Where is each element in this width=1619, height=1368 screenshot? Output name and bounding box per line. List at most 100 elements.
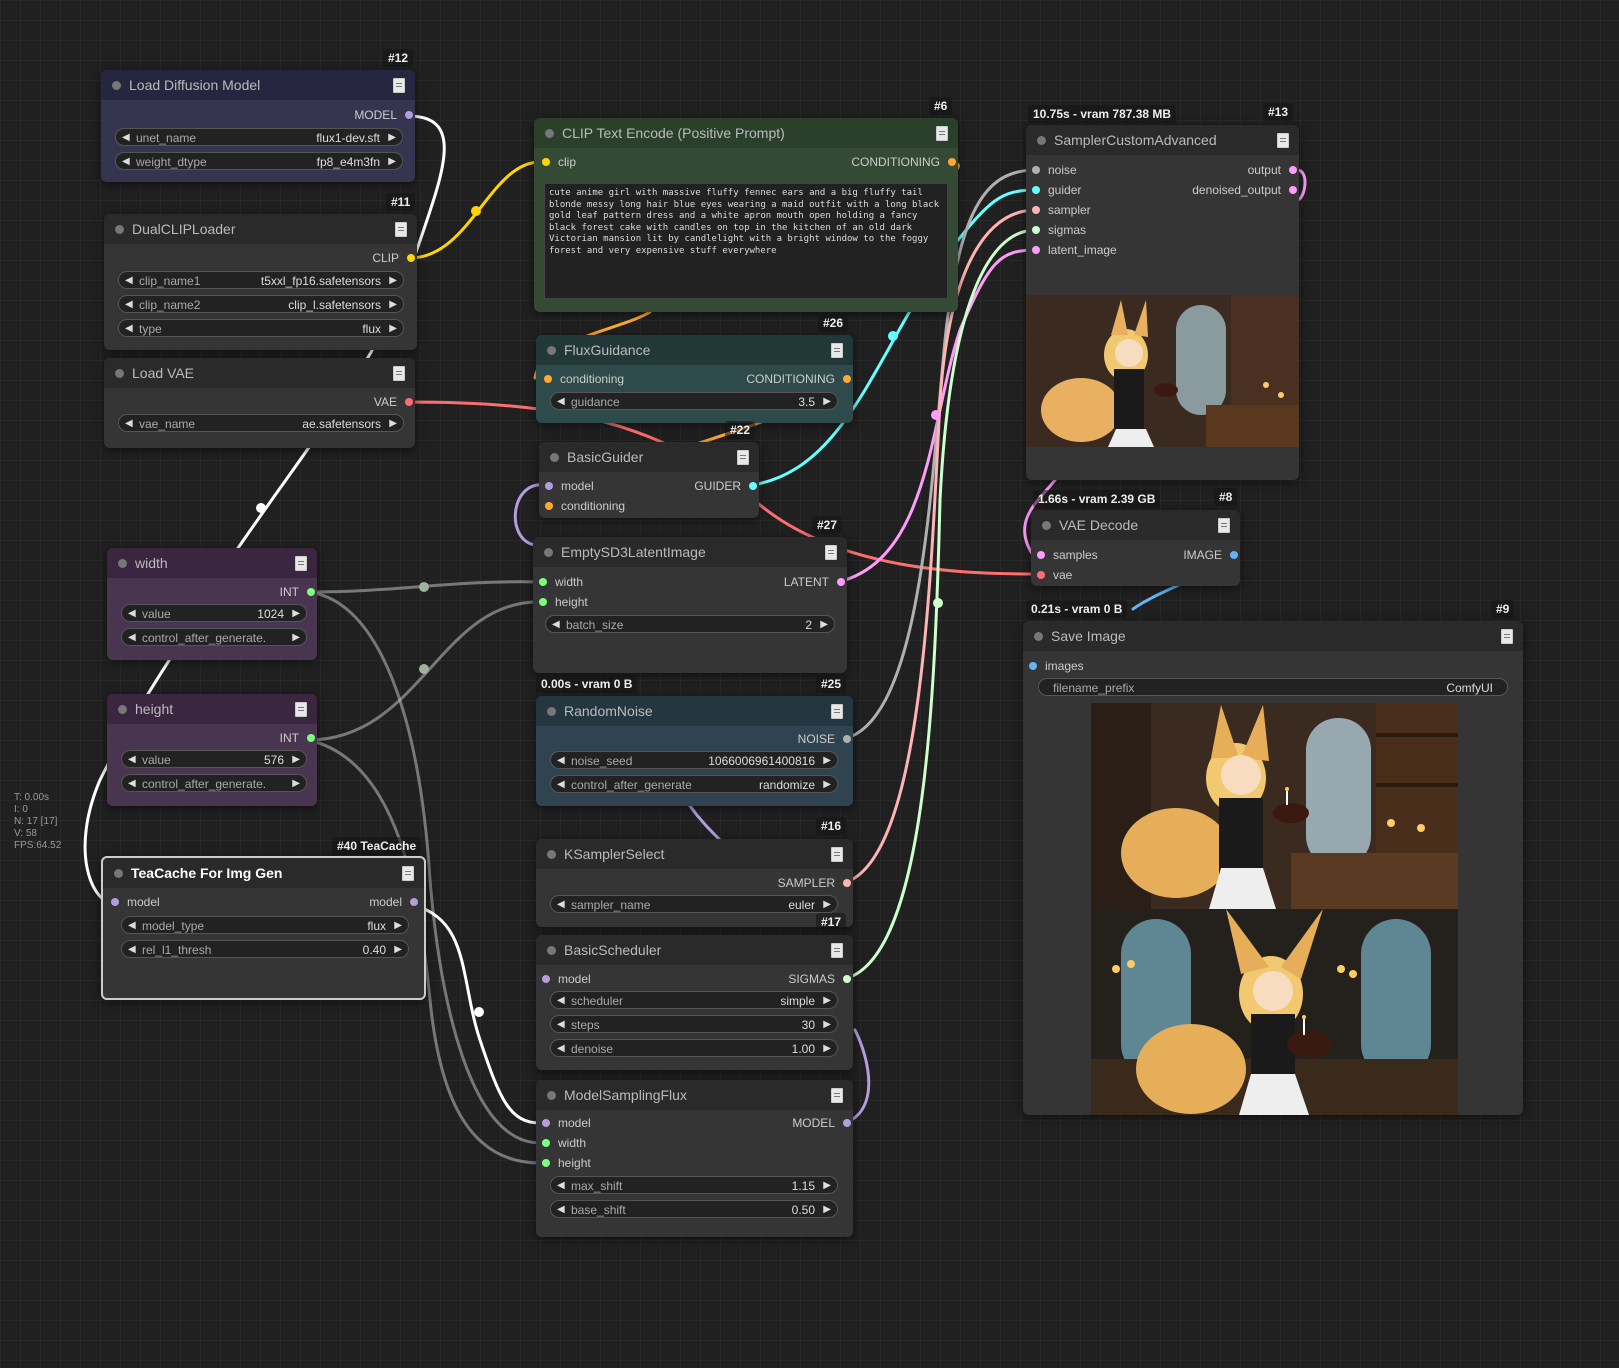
document-icon[interactable] — [393, 78, 405, 93]
output-slot-denoised-output[interactable]: denoised_output — [1192, 182, 1299, 198]
arrow-right-icon[interactable]: ▶ — [292, 754, 300, 765]
node-header[interactable]: Save Image — [1023, 621, 1523, 651]
slot-dot-icon[interactable] — [111, 898, 119, 906]
arrow-right-icon[interactable]: ▶ — [389, 418, 397, 429]
node-header[interactable]: BasicGuider — [539, 442, 759, 472]
node-clip-text-encode[interactable]: CLIP Text Encode (Positive Prompt) clip … — [534, 118, 958, 312]
collapse-dot-icon[interactable] — [550, 453, 559, 462]
input-slot-conditioning[interactable]: conditioning — [543, 498, 625, 514]
collapse-dot-icon[interactable] — [547, 850, 556, 859]
node-header[interactable]: Load Diffusion Model — [101, 70, 415, 100]
slot-dot-icon[interactable] — [1037, 571, 1045, 579]
slot-dot-icon[interactable] — [542, 158, 550, 166]
node-sampler-custom-advanced[interactable]: SamplerCustomAdvanced noise guider sampl… — [1026, 125, 1299, 480]
slot-dot-icon[interactable] — [539, 578, 547, 586]
arrow-left-icon[interactable]: ◀ — [557, 899, 565, 910]
node-header[interactable]: CLIP Text Encode (Positive Prompt) — [534, 118, 958, 148]
slot-dot-icon[interactable] — [837, 578, 845, 586]
arrow-left-icon[interactable]: ◀ — [128, 608, 136, 619]
output-slot-conditioning[interactable]: CONDITIONING — [851, 154, 958, 170]
slot-dot-icon[interactable] — [542, 1139, 550, 1147]
slot-dot-icon[interactable] — [307, 734, 315, 742]
arrow-left-icon[interactable]: ◀ — [125, 323, 133, 334]
slot-dot-icon[interactable] — [545, 482, 553, 490]
collapse-dot-icon[interactable] — [118, 705, 127, 714]
collapse-dot-icon[interactable] — [547, 346, 556, 355]
slot-dot-icon[interactable] — [843, 975, 851, 983]
output-image-1[interactable] — [1091, 703, 1458, 909]
slot-dot-icon[interactable] — [542, 1159, 550, 1167]
collapse-dot-icon[interactable] — [547, 707, 556, 716]
collapse-dot-icon[interactable] — [1037, 136, 1046, 145]
document-icon[interactable] — [737, 450, 749, 465]
document-icon[interactable] — [1218, 518, 1230, 533]
arrow-right-icon[interactable]: ▶ — [394, 920, 402, 931]
collapse-dot-icon[interactable] — [115, 225, 124, 234]
slot-dot-icon[interactable] — [1289, 186, 1297, 194]
widget-control-after-generate[interactable]: ◀control_after_generate.▶ — [121, 774, 307, 792]
arrow-right-icon[interactable]: ▶ — [823, 899, 831, 910]
slot-dot-icon[interactable] — [843, 1119, 851, 1127]
arrow-right-icon[interactable]: ▶ — [823, 995, 831, 1006]
node-header[interactable]: FluxGuidance — [536, 335, 853, 365]
output-slot-int[interactable]: INT — [280, 730, 317, 746]
output-slot-sampler[interactable]: SAMPLER — [778, 875, 853, 891]
arrow-left-icon[interactable]: ◀ — [557, 755, 565, 766]
output-slot-guider[interactable]: GUIDER — [694, 478, 759, 494]
output-slot-noise[interactable]: NOISE — [798, 731, 853, 747]
collapse-dot-icon[interactable] — [114, 869, 123, 878]
input-slot-model[interactable]: model — [543, 478, 594, 494]
input-slot-vae[interactable]: vae — [1035, 567, 1072, 583]
arrow-right-icon[interactable]: ▶ — [292, 608, 300, 619]
input-slot-guider[interactable]: guider — [1030, 182, 1081, 198]
arrow-right-icon[interactable]: ▶ — [394, 944, 402, 955]
slot-dot-icon[interactable] — [539, 598, 547, 606]
arrow-left-icon[interactable]: ◀ — [557, 779, 565, 790]
arrow-right-icon[interactable]: ▶ — [823, 396, 831, 407]
document-icon[interactable] — [1501, 629, 1513, 644]
node-header[interactable]: ModelSamplingFlux — [536, 1080, 853, 1110]
node-vae-decode[interactable]: VAE Decode samples vae IMAGE — [1031, 510, 1240, 586]
input-slot-width[interactable]: width — [540, 1135, 586, 1151]
slot-dot-icon[interactable] — [307, 588, 315, 596]
node-header[interactable]: BasicScheduler — [536, 935, 853, 965]
slot-dot-icon[interactable] — [843, 735, 851, 743]
input-slot-noise[interactable]: noise — [1030, 162, 1077, 178]
collapse-dot-icon[interactable] — [544, 548, 553, 557]
node-teacache[interactable]: TeaCache For Img Gen model model ◀model_… — [101, 856, 426, 1000]
arrow-left-icon[interactable]: ◀ — [557, 995, 565, 1006]
arrow-right-icon[interactable]: ▶ — [292, 632, 300, 643]
slot-dot-icon[interactable] — [545, 502, 553, 510]
output-image-2[interactable] — [1091, 909, 1458, 1115]
slot-dot-icon[interactable] — [843, 375, 851, 383]
slot-dot-icon[interactable] — [405, 111, 413, 119]
output-slot-model[interactable]: MODEL — [354, 107, 415, 123]
output-slot-latent[interactable]: LATENT — [784, 574, 847, 590]
arrow-right-icon[interactable]: ▶ — [292, 778, 300, 789]
node-header[interactable]: SamplerCustomAdvanced — [1026, 125, 1299, 155]
slot-dot-icon[interactable] — [843, 879, 851, 887]
document-icon[interactable] — [402, 866, 414, 881]
arrow-left-icon[interactable]: ◀ — [122, 132, 130, 143]
arrow-left-icon[interactable]: ◀ — [125, 275, 133, 286]
collapse-dot-icon[interactable] — [547, 946, 556, 955]
node-header[interactable]: height — [107, 694, 317, 724]
arrow-left-icon[interactable]: ◀ — [552, 619, 560, 630]
node-basic-guider[interactable]: BasicGuider model conditioning GUIDER — [539, 442, 759, 518]
collapse-dot-icon[interactable] — [547, 1091, 556, 1100]
input-slot-conditioning[interactable]: conditioning — [542, 371, 624, 387]
input-slot-model[interactable]: model — [109, 894, 160, 910]
widget-control-after-generate[interactable]: ◀control_after_generate.▶ — [121, 628, 307, 646]
